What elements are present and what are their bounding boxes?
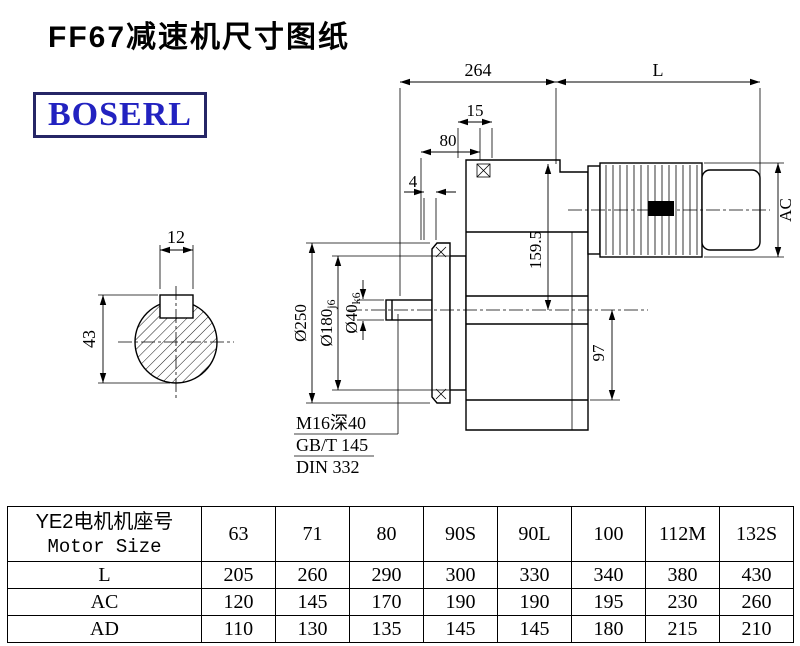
table-header-row: YE2电机机座号 Motor Size 63 71 80 90S 90L 100… bbox=[7, 506, 794, 562]
flange-pilot bbox=[449, 255, 467, 391]
dim-flange-dia-label: Ø250 bbox=[291, 304, 310, 342]
brand-logo: BOSERL bbox=[33, 92, 207, 138]
row-label: AC bbox=[7, 588, 202, 616]
note-din-standard: DIN 332 bbox=[296, 457, 360, 477]
dim-264-label: 264 bbox=[465, 60, 492, 80]
dim-4-label: 4 bbox=[409, 172, 418, 191]
motor-nameplate bbox=[648, 201, 674, 216]
keyway bbox=[159, 294, 194, 319]
size-column-header: 80 bbox=[349, 506, 424, 562]
row-label: AD bbox=[7, 615, 202, 643]
size-column-header: 100 bbox=[571, 506, 646, 562]
motor-size-label-en: Motor Size bbox=[47, 536, 162, 558]
size-column-header: 90S bbox=[423, 506, 498, 562]
table-cell: 230 bbox=[645, 588, 720, 616]
shaft-bore-notes: M16深40 GB/T 145 DIN 332 bbox=[294, 314, 399, 477]
table-cell: 195 bbox=[571, 588, 646, 616]
dim-15-label: 15 bbox=[467, 101, 484, 120]
dim-159-5-label: 159.5 bbox=[526, 231, 545, 269]
table-cell: 180 bbox=[571, 615, 646, 643]
table-cell: 300 bbox=[423, 561, 498, 589]
table-cell: 205 bbox=[201, 561, 276, 589]
table-cell: 110 bbox=[201, 615, 276, 643]
table-cell: 210 bbox=[719, 615, 794, 643]
table-cell: 260 bbox=[275, 561, 350, 589]
dim-key-width-label: 12 bbox=[167, 227, 185, 247]
table-cell: 130 bbox=[275, 615, 350, 643]
dim-key-height-label: 43 bbox=[79, 330, 99, 348]
table-cell: 170 bbox=[349, 588, 424, 616]
table-cell: 215 bbox=[645, 615, 720, 643]
table-cell: 290 bbox=[349, 561, 424, 589]
table-row-AC: AC 120 145 170 190 190 195 230 260 bbox=[7, 588, 794, 616]
dimension-drawing: 12 43 bbox=[79, 60, 795, 477]
lifting-hole bbox=[476, 163, 491, 178]
dim-pilot-dia-label: Ø180j6 bbox=[317, 299, 338, 346]
table-cell: 330 bbox=[497, 561, 572, 589]
motor-size-label-cn: YE2电机机座号 bbox=[35, 511, 174, 533]
dimensions: 264 L 15 80 4 AC 159.5 97 bbox=[291, 60, 795, 404]
table-cell: 260 bbox=[719, 588, 794, 616]
brand-logo-text: BOSERL bbox=[48, 96, 192, 133]
table-row-L: L 205 260 290 300 330 340 380 430 bbox=[7, 561, 794, 589]
table-cell: 380 bbox=[645, 561, 720, 589]
table-row-AD: AD 110 130 135 145 145 180 215 210 bbox=[7, 615, 794, 643]
table-cell: 135 bbox=[349, 615, 424, 643]
size-column-header: 71 bbox=[275, 506, 350, 562]
gear-housing bbox=[465, 159, 589, 431]
size-column-header: 112M bbox=[645, 506, 720, 562]
table-cell: 120 bbox=[201, 588, 276, 616]
main-view bbox=[348, 159, 770, 431]
shaft-section-view: 12 43 bbox=[79, 227, 234, 398]
size-column-header: 132S bbox=[719, 506, 794, 562]
motor-size-header-cell: YE2电机机座号 Motor Size bbox=[7, 506, 202, 562]
motor-size-table: YE2电机机座号 Motor Size 63 71 80 90S 90L 100… bbox=[7, 506, 794, 643]
dim-80-label: 80 bbox=[440, 131, 457, 150]
output-flange bbox=[431, 242, 451, 404]
dim-AC-label: AC bbox=[776, 198, 795, 222]
table-cell: 430 bbox=[719, 561, 794, 589]
note-tap-size: M16深40 bbox=[296, 413, 366, 433]
table-cell: 145 bbox=[497, 615, 572, 643]
table-cell: 340 bbox=[571, 561, 646, 589]
row-label: L bbox=[7, 561, 202, 589]
table-cell: 190 bbox=[497, 588, 572, 616]
table-cell: 190 bbox=[423, 588, 498, 616]
size-column-header: 63 bbox=[201, 506, 276, 562]
note-gb-standard: GB/T 145 bbox=[296, 435, 368, 455]
size-column-header: 90L bbox=[497, 506, 572, 562]
table-cell: 145 bbox=[275, 588, 350, 616]
page-title: FF67减速机尺寸图纸 bbox=[48, 21, 351, 54]
dim-97-label: 97 bbox=[589, 344, 608, 362]
dim-shaft-dia-label: Ø40k6 bbox=[342, 292, 363, 333]
dim-L-label: L bbox=[653, 60, 664, 80]
table-cell: 145 bbox=[423, 615, 498, 643]
